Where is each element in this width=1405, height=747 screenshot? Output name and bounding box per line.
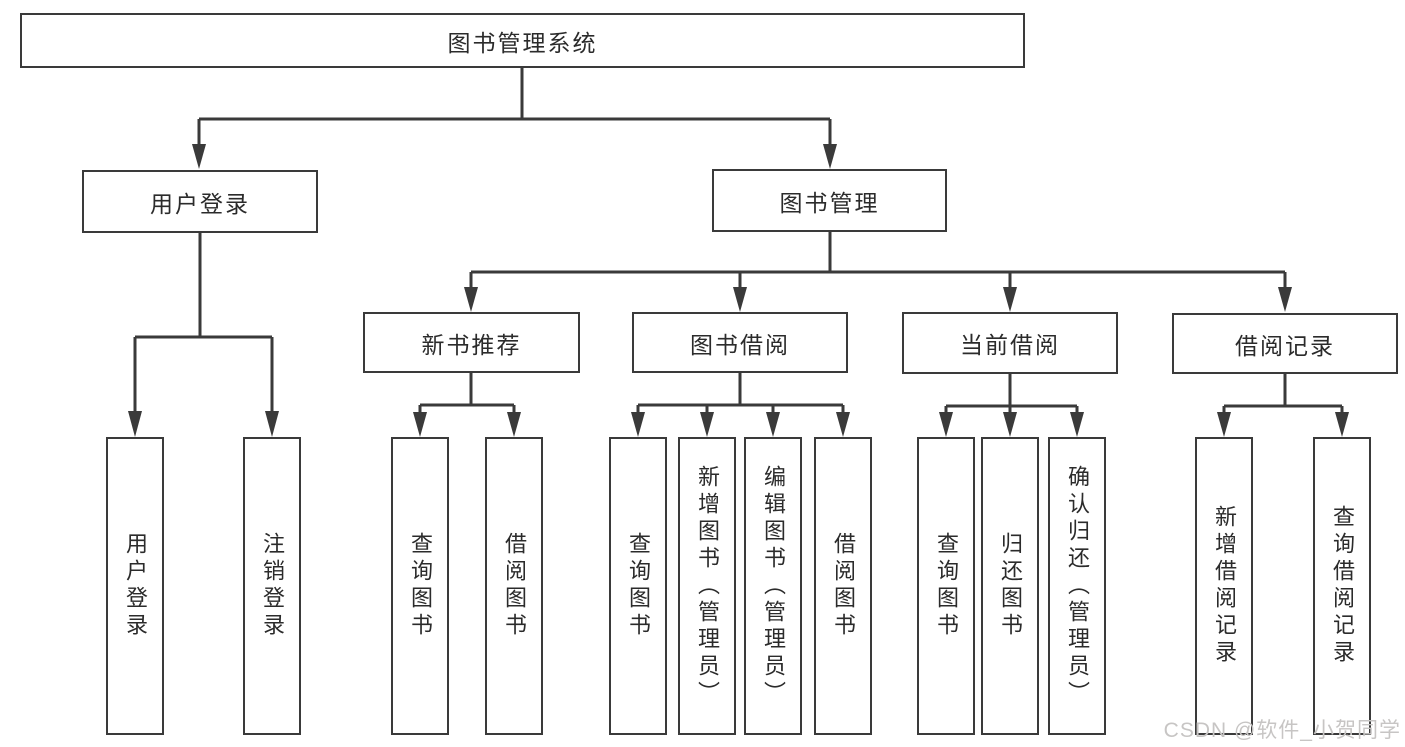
node-root-library-system: 图书管理系统 <box>20 13 1025 68</box>
leaf-confirm-return-admin: 确认归还（管理员） <box>1048 437 1106 735</box>
leaf-query-borrow-record-label: 查询借阅记录 <box>1330 505 1355 667</box>
leaf-edit-books-admin: 编辑图书（管理员） <box>744 437 802 735</box>
node-new-book-recommend: 新书推荐 <box>363 312 580 373</box>
leaf-query-books-borrow: 查询图书 <box>609 437 667 735</box>
node-book-borrowing: 图书借阅 <box>632 312 848 373</box>
leaf-add-books-admin: 新增图书（管理员） <box>678 437 736 735</box>
node-root-label: 图书管理系统 <box>447 29 598 56</box>
leaf-logout: 注销登录 <box>243 437 301 735</box>
node-current-borrowing: 当前借阅 <box>902 312 1118 374</box>
node-new-book-recommend-label: 新书推荐 <box>421 331 522 358</box>
leaf-query-books-recommend-label: 查询图书 <box>408 532 433 640</box>
leaf-borrow-books-recommend: 借阅图书 <box>485 437 543 735</box>
leaf-query-books-current: 查询图书 <box>917 437 975 735</box>
leaf-return-books-label: 归还图书 <box>998 532 1023 640</box>
node-book-management: 图书管理 <box>712 169 947 232</box>
leaf-query-books-borrow-label: 查询图书 <box>626 532 651 640</box>
leaf-add-borrow-record: 新增借阅记录 <box>1195 437 1253 735</box>
leaf-query-borrow-record: 查询借阅记录 <box>1313 437 1371 735</box>
leaf-logout-label: 注销登录 <box>260 532 285 640</box>
leaf-query-books-recommend: 查询图书 <box>391 437 449 735</box>
node-user-login-label: 用户登录 <box>150 190 250 217</box>
node-book-borrowing-label: 图书借阅 <box>690 331 790 358</box>
leaf-borrow-books-recommend-label: 借阅图书 <box>502 532 527 640</box>
leaf-add-books-admin-label: 新增图书（管理员） <box>695 464 720 708</box>
leaf-edit-books-admin-label: 编辑图书（管理员） <box>761 464 786 708</box>
leaf-return-books: 归还图书 <box>981 437 1039 735</box>
arrowheads <box>128 144 1349 437</box>
leaf-add-borrow-record-label: 新增借阅记录 <box>1212 505 1237 667</box>
node-current-borrowing-label: 当前借阅 <box>960 332 1060 358</box>
leaf-query-books-current-label: 查询图书 <box>934 532 959 640</box>
leaf-confirm-return-admin-label: 确认归还（管理员） <box>1065 464 1090 708</box>
node-book-management-label: 图书管理 <box>779 189 880 216</box>
node-borrowing-records: 借阅记录 <box>1172 313 1398 374</box>
node-user-login: 用户登录 <box>82 170 318 233</box>
leaf-user-login-label: 用户登录 <box>123 532 148 640</box>
leaf-user-login: 用户登录 <box>106 437 164 735</box>
csdn-watermark: CSDN @软件_小贺同学 <box>1163 719 1401 742</box>
leaf-borrow-books-label: 借阅图书 <box>831 532 856 640</box>
node-borrowing-records-label: 借阅记录 <box>1235 332 1335 359</box>
leaf-borrow-books: 借阅图书 <box>814 437 872 735</box>
